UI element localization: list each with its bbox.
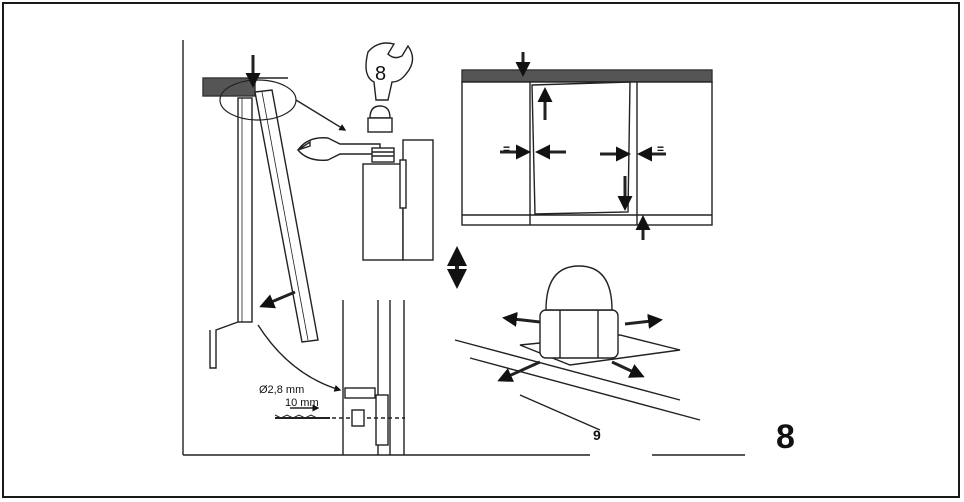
step-number: 9 (593, 427, 601, 443)
cap-nut-detail (454, 265, 701, 431)
equal-marker-left: = (503, 142, 511, 156)
tilted-door-panel (254, 89, 319, 343)
wrench-size-label: 8 (375, 63, 387, 85)
wrench-side-icon (296, 137, 381, 161)
equal-marker-right: = (657, 142, 665, 156)
figure-number: 8 (776, 418, 795, 456)
drill-diameter-label: Ø2,8 mm (259, 384, 305, 396)
door-insertion-view (182, 40, 745, 456)
front-alignment-view (461, 52, 713, 240)
drill-depth-label: 10 mm (285, 397, 319, 409)
wrench-top-icon (365, 42, 414, 101)
bolt-detail-view (274, 42, 467, 455)
cap-nut-icon (367, 117, 393, 133)
push-panel-arrow (259, 290, 296, 309)
